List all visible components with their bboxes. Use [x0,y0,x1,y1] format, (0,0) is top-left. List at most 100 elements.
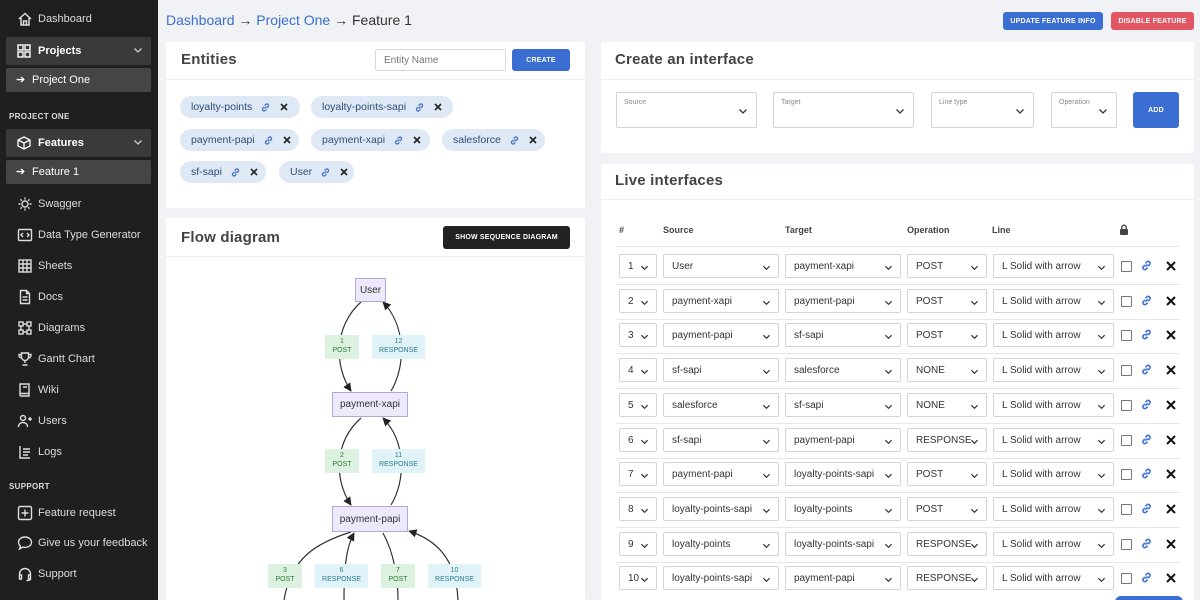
breadcrumb-dashboard[interactable]: Dashboard [166,12,235,28]
link-icon[interactable] [1140,467,1153,480]
link-icon[interactable] [1140,398,1153,411]
entity-chip[interactable]: loyalty-points-sapi [311,96,453,118]
row-lock-checkbox[interactable] [1121,503,1132,515]
row-target-select[interactable]: loyalty-points-sapi [785,531,901,556]
row-target-select[interactable]: payment-xapi [785,254,901,278]
link-icon[interactable] [1140,328,1153,341]
row-line-select[interactable]: L Solid with arrow [993,531,1114,556]
close-icon[interactable] [280,103,288,111]
disable-feature-button[interactable]: DISABLE FEATURE [1111,12,1194,30]
row-lock-checkbox[interactable] [1121,573,1132,585]
sidebar-item-support[interactable]: Support [0,560,158,588]
row-target-select[interactable]: loyalty-points [785,496,901,521]
close-icon[interactable] [529,136,537,144]
link-icon[interactable] [1140,294,1153,307]
row-line-select[interactable]: L Solid with arrow [993,323,1114,348]
row-target-select[interactable]: sf-sapi [785,323,901,348]
operation-select[interactable]: Operation [1051,92,1117,128]
flow-node[interactable]: User [355,278,386,302]
entity-chip[interactable]: payment-papi [180,129,299,151]
row-line-select[interactable]: L Solid with arrow [993,254,1114,278]
sidebar-item-feature-1[interactable]: ➔ Feature 1 [6,160,151,184]
scroll-top-button[interactable] [1115,596,1183,600]
row-lock-checkbox[interactable] [1121,399,1132,411]
sidebar-item-feedback[interactable]: Give us your feedback [0,529,158,557]
row-line-select[interactable]: L Solid with arrow [993,462,1114,487]
row-number-select[interactable]: 3 [619,323,657,348]
row-lock-checkbox[interactable] [1121,434,1132,446]
row-line-select[interactable]: L Solid with arrow [993,358,1114,383]
row-source-select[interactable]: loyalty-points-sapi [663,496,779,521]
sidebar-item-features[interactable]: Features [6,129,151,157]
sidebar-item-data-type-generator[interactable]: Data Type Generator [0,221,158,249]
row-operation-select[interactable]: POST [907,288,987,313]
sidebar-item-docs[interactable]: Docs [0,283,158,311]
entity-chip[interactable]: payment-xapi [311,129,430,151]
row-source-select[interactable]: payment-xapi [663,288,779,313]
link-icon[interactable] [320,167,331,178]
link-icon[interactable] [1140,502,1153,515]
create-entity-button[interactable]: CREATE [512,49,570,71]
link-icon[interactable] [263,135,274,146]
link-icon[interactable] [1140,363,1153,376]
sidebar-item-users[interactable]: Users [0,407,158,435]
row-lock-checkbox[interactable] [1121,469,1132,481]
row-lock-checkbox[interactable] [1121,261,1132,272]
delete-icon[interactable] [1166,573,1176,584]
target-select[interactable]: Target [773,92,914,128]
close-icon[interactable] [283,136,291,144]
row-source-select[interactable]: loyalty-points-sapi [663,566,779,591]
sidebar-item-gantt-chart[interactable]: Gantt Chart [0,345,158,373]
row-line-select[interactable]: L Solid with arrow [993,288,1114,313]
delete-icon[interactable] [1166,434,1176,445]
row-source-select[interactable]: payment-papi [663,462,779,487]
link-icon[interactable] [1140,537,1153,550]
row-number-select[interactable]: 1 [619,254,657,278]
row-source-select[interactable]: sf-sapi [663,358,779,383]
entity-chip[interactable]: loyalty-points [180,96,300,118]
delete-icon[interactable] [1166,295,1176,306]
delete-icon[interactable] [1166,400,1176,410]
row-source-select[interactable]: User [663,254,779,278]
row-line-select[interactable]: L Solid with arrow [993,427,1114,452]
add-interface-button[interactable]: ADD [1133,92,1179,128]
update-feature-info-button[interactable]: UPDATE FEATURE INFO [1003,12,1103,30]
sidebar-item-project-one[interactable]: ➔ Project One [6,68,151,92]
row-target-select[interactable]: payment-papi [785,566,901,591]
link-icon[interactable] [1140,433,1153,446]
delete-icon[interactable] [1166,469,1176,479]
delete-icon[interactable] [1166,365,1176,375]
row-number-select[interactable]: 10 [619,566,657,591]
row-operation-select[interactable]: POST [907,496,987,521]
link-icon[interactable] [393,135,404,146]
row-line-select[interactable]: L Solid with arrow [993,392,1114,417]
row-operation-select[interactable]: RESPONSE [907,427,987,452]
row-source-select[interactable]: salesforce [663,392,779,417]
row-source-select[interactable]: loyalty-points [663,531,779,556]
link-icon[interactable] [260,102,271,113]
delete-icon[interactable] [1166,538,1176,549]
link-icon[interactable] [230,167,241,178]
entity-chip[interactable]: User [279,161,354,183]
link-icon[interactable] [1140,259,1153,272]
row-target-select[interactable]: salesforce [785,358,901,383]
row-operation-select[interactable]: POST [907,462,987,487]
sidebar-item-diagrams[interactable]: Diagrams [0,314,158,342]
row-target-select[interactable]: sf-sapi [785,392,901,417]
entity-name-input[interactable] [375,49,506,71]
close-icon[interactable] [434,103,442,111]
row-line-select[interactable]: L Solid with arrow [993,566,1114,591]
link-icon[interactable] [509,135,520,146]
row-lock-checkbox[interactable] [1121,538,1132,550]
row-source-select[interactable]: payment-papi [663,323,779,348]
sidebar-item-swagger[interactable]: Swagger [0,190,158,218]
show-sequence-diagram-button[interactable]: SHOW SEQUENCE DIAGRAM [443,226,570,249]
row-lock-checkbox[interactable] [1121,295,1132,307]
row-number-select[interactable]: 4 [619,358,657,383]
row-number-select[interactable]: 7 [619,462,657,487]
breadcrumb-project[interactable]: Project One [256,12,331,28]
close-icon[interactable] [340,168,348,176]
close-icon[interactable] [250,168,258,176]
row-lock-checkbox[interactable] [1121,330,1132,342]
row-target-select[interactable]: loyalty-points-sapi [785,462,901,487]
